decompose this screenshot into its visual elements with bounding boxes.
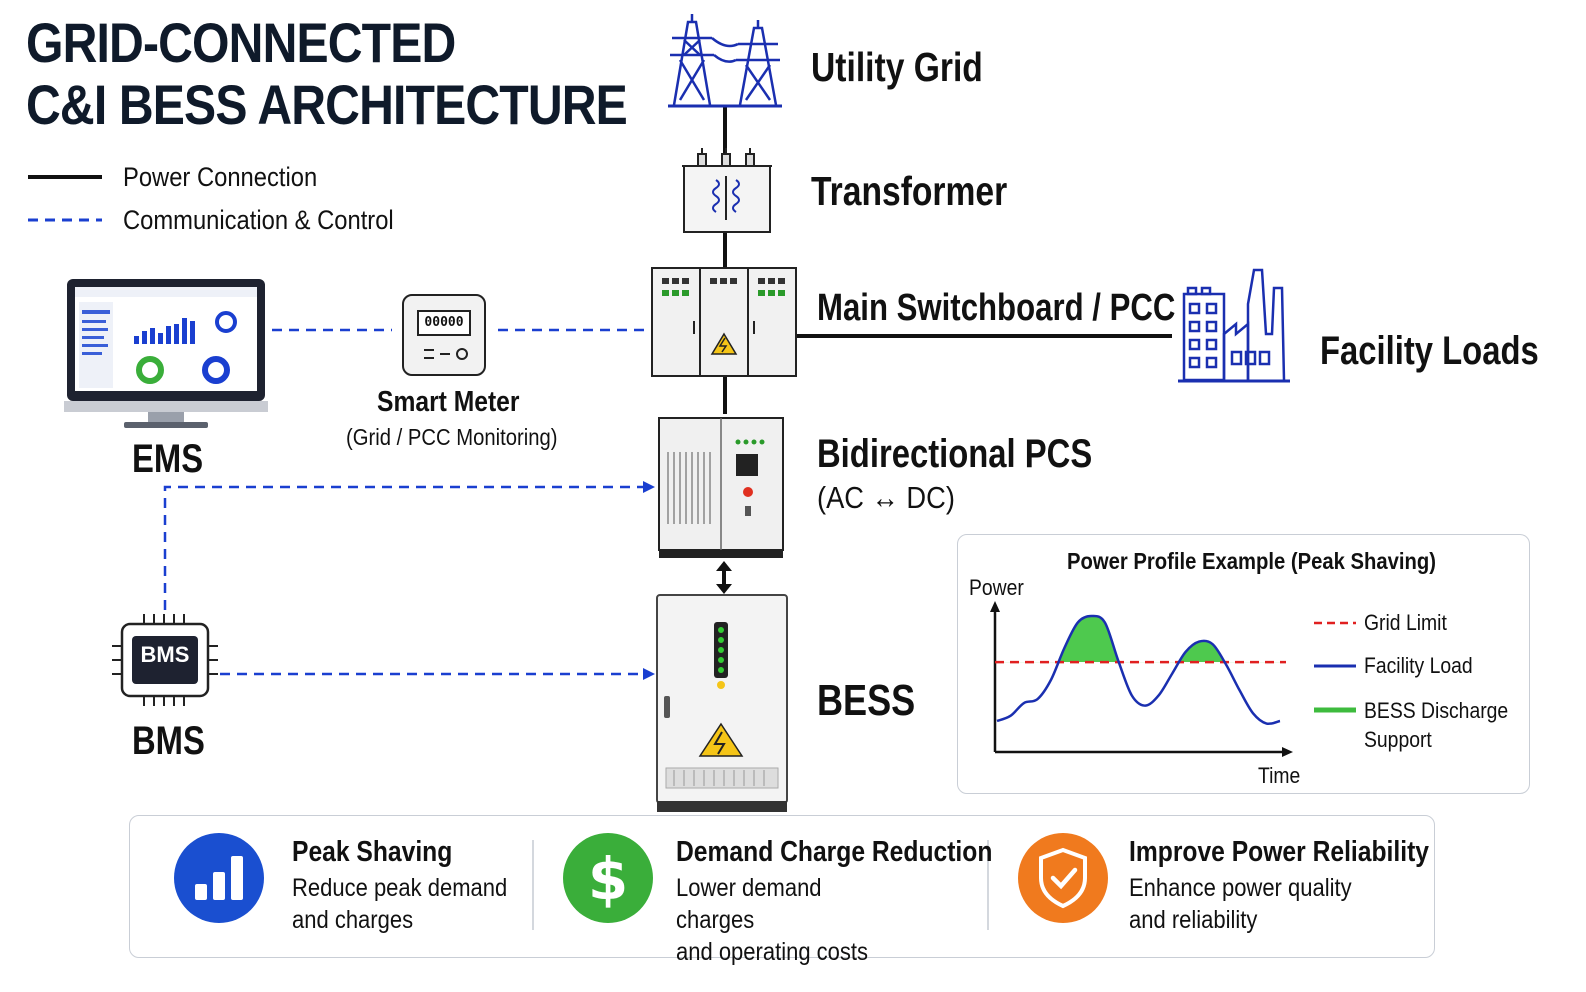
factory-icon (1178, 268, 1290, 383)
svg-text:$: $ (588, 845, 628, 913)
switchboard-label: Main Switchboard / PCC (817, 287, 1176, 329)
dollar-icon: $ (563, 833, 653, 923)
transmission-tower-icon (668, 14, 782, 108)
pcs-label: Bidirectional PCS (817, 432, 1093, 476)
switchboard-icon (651, 267, 797, 377)
benefit-desc: Lower demand charges and operating costs (676, 874, 869, 966)
bms-label: BMS (132, 719, 205, 763)
benefit-desc: Reduce peak demand and charges (292, 874, 508, 934)
page-title: GRID-CONNECTED C&I BESS ARCHITECTURE (26, 11, 628, 136)
pcs-cabinet-icon (658, 417, 784, 558)
benefits-panel (129, 815, 1435, 958)
bess-discharge-area (997, 615, 1280, 663)
ems-label: EMS (132, 437, 204, 481)
utility-grid-label: Utility Grid (811, 44, 983, 90)
benefit-divider (532, 840, 534, 930)
legend-lines (28, 175, 102, 222)
facility-loads-label: Facility Loads (1320, 329, 1539, 373)
bms-chip-icon (112, 614, 218, 706)
chart-ylabel: Power (969, 575, 1024, 600)
transformer-label: Transformer (811, 168, 1008, 214)
benefit-title-reliability: Improve Power Reliability (1129, 836, 1430, 868)
facility-load-line (996, 614, 1281, 726)
legend-communication-control: Communication & Control (123, 205, 394, 235)
chart-title: Power Profile Example (Peak Shaving) (1067, 548, 1436, 574)
legend-grid-limit: Grid Limit (1364, 610, 1447, 635)
power-profile-chart (957, 534, 1530, 794)
shield-check-icon (1018, 833, 1108, 923)
chart-legend-swatches (1314, 621, 1356, 713)
benefit-title-peak-shaving: Peak Shaving (292, 836, 453, 868)
bms-chip-text: BMS (140, 642, 190, 667)
chart-plot (990, 601, 1293, 757)
legend-facility-load: Facility Load (1364, 653, 1473, 678)
benefit-divider (987, 840, 989, 930)
legend-power-connection: Power Connection (123, 162, 318, 192)
smart-meter-icon: 00000 (402, 294, 486, 376)
bar-chart-icon (174, 833, 264, 923)
smart-meter-label: Smart Meter (377, 386, 520, 418)
bess-cabinet-icon (656, 594, 788, 812)
legend-bess-discharge: BESS Discharge (1364, 698, 1509, 723)
meter-dials (424, 348, 468, 360)
smart-meter-sub-label: (Grid / PCC Monitoring) (346, 424, 558, 450)
chart-xlabel: Time (1258, 763, 1301, 788)
legend-bess-support: Support (1364, 727, 1432, 752)
meter-display: 00000 (417, 310, 471, 336)
benefit-desc: Enhance power quality and reliability (1129, 874, 1352, 934)
ems-monitor-icon (64, 279, 268, 428)
bess-label: BESS (817, 676, 916, 725)
benefit-title-demand-charge: Demand Charge Reduction (676, 836, 993, 868)
transformer-icon (682, 148, 772, 233)
pcs-sub-label: (AC ↔ DC) (817, 480, 955, 515)
